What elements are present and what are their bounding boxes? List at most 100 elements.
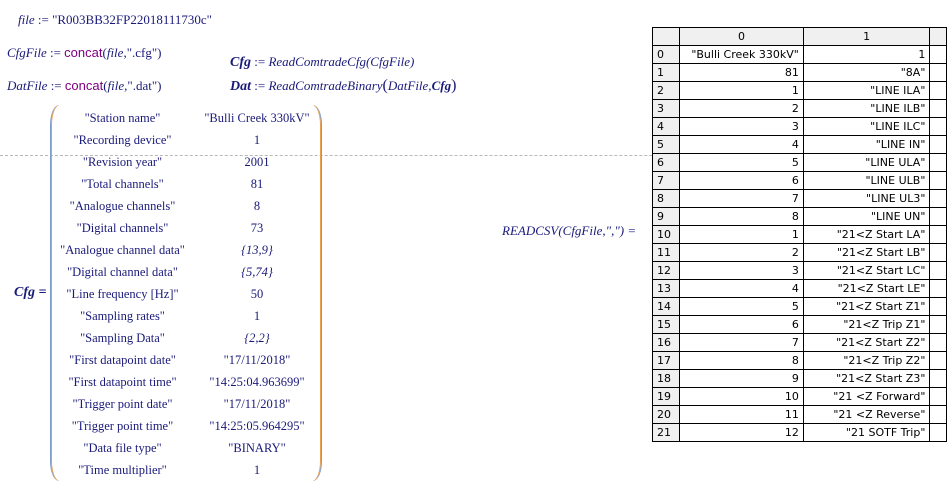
cfg-definition[interactable]: Cfg := ReadComtradeCfg(CfgFile) <box>230 54 414 71</box>
cell[interactable]: "Bulli Creek 330kV" <box>679 45 804 64</box>
dat-definition[interactable]: Dat := ReadComtradeBinary(DatFile,Cfg) <box>230 77 456 95</box>
cell[interactable] <box>929 117 947 136</box>
cell[interactable]: "21<Z Start Z3" <box>802 369 931 388</box>
row-index[interactable]: 4 <box>651 117 681 136</box>
cell[interactable] <box>929 315 947 334</box>
cell[interactable]: "21 <Z Forward" <box>802 387 931 406</box>
cell[interactable]: "LINE UL3" <box>802 189 931 208</box>
cell[interactable] <box>929 405 947 424</box>
cell[interactable]: 1 <box>679 225 804 244</box>
row-index[interactable]: 6 <box>651 153 681 172</box>
file-definition[interactable]: file := "R003BB32FP22018111730c" <box>18 12 212 28</box>
cell[interactable]: 2 <box>679 99 804 118</box>
cell[interactable]: "LINE ILC" <box>802 117 931 136</box>
row-index[interactable]: 2 <box>651 81 681 100</box>
cell[interactable]: "LINE ULA" <box>802 153 931 172</box>
cell[interactable]: 7 <box>679 189 804 208</box>
nested-value[interactable]: {5,74} <box>241 265 273 279</box>
cell[interactable]: "8A" <box>802 63 931 82</box>
cell[interactable]: "LINE UN" <box>802 207 931 226</box>
cell[interactable] <box>929 45 947 64</box>
cell[interactable] <box>929 225 947 244</box>
cell[interactable]: 5 <box>679 153 804 172</box>
column-header[interactable]: 0 <box>679 27 804 46</box>
cell[interactable]: "21<Z Start LE" <box>802 279 931 298</box>
cell[interactable]: "21<Z Trip Z1" <box>802 315 931 334</box>
cell[interactable] <box>929 387 947 406</box>
cell[interactable] <box>929 81 947 100</box>
cell[interactable]: 3 <box>679 261 804 280</box>
cell[interactable]: "21<Z Trip Z2" <box>802 351 931 370</box>
cell[interactable] <box>929 261 947 280</box>
cell[interactable] <box>929 351 947 370</box>
cell[interactable]: 1 <box>802 45 931 64</box>
row-index[interactable]: 11 <box>651 243 681 262</box>
cell[interactable] <box>929 135 947 154</box>
row-index[interactable]: 3 <box>651 99 681 118</box>
cell[interactable] <box>929 423 947 442</box>
cell[interactable]: "21<Z Start LC" <box>802 261 931 280</box>
cell[interactable] <box>929 279 947 298</box>
cell[interactable]: 2 <box>679 243 804 262</box>
row-index[interactable]: 15 <box>651 315 681 334</box>
cell[interactable]: "21<Z Start LA" <box>802 225 931 244</box>
cell[interactable]: "21 SOTF Trip" <box>802 423 931 442</box>
cell[interactable]: 4 <box>679 135 804 154</box>
cell[interactable] <box>929 153 947 172</box>
cell[interactable]: 11 <box>679 405 804 424</box>
cell[interactable]: "21<Z Start Z2" <box>802 333 931 352</box>
cell[interactable]: "21<Z Start LB" <box>802 243 931 262</box>
cell[interactable]: "LINE IN" <box>802 135 931 154</box>
cell[interactable] <box>929 369 947 388</box>
column-header[interactable] <box>929 27 947 46</box>
cell[interactable]: "21<Z Start Z1" <box>802 297 931 316</box>
cell[interactable]: 12 <box>679 423 804 442</box>
datfile-definition[interactable]: DatFile := concat(file,".dat") <box>7 78 162 94</box>
row-index[interactable]: 21 <box>651 423 681 442</box>
row-index[interactable]: 8 <box>651 189 681 208</box>
readcsv-expression[interactable]: READCSV(CfgFile,",") = <box>502 223 637 238</box>
row-index[interactable]: 9 <box>651 207 681 226</box>
row-index[interactable]: 5 <box>651 135 681 154</box>
cell[interactable] <box>929 171 947 190</box>
row-index[interactable]: 18 <box>651 369 681 388</box>
row-index[interactable]: 17 <box>651 351 681 370</box>
nested-value[interactable]: {13,9} <box>241 243 273 257</box>
cell[interactable] <box>929 243 947 262</box>
cfgfile-definition[interactable]: CfgFile := concat(file,".cfg") <box>7 45 162 61</box>
cell[interactable]: 6 <box>679 315 804 334</box>
cell[interactable] <box>929 207 947 226</box>
row-index[interactable]: 19 <box>651 387 681 406</box>
cell[interactable] <box>929 63 947 82</box>
row-index[interactable]: 20 <box>651 405 681 424</box>
row-index[interactable]: 0 <box>651 45 681 64</box>
cell[interactable]: "LINE ILB" <box>802 99 931 118</box>
cell[interactable]: "LINE ILA" <box>802 81 931 100</box>
cell[interactable] <box>929 99 947 118</box>
cell[interactable]: 9 <box>679 369 804 388</box>
column-header[interactable]: 1 <box>802 27 931 46</box>
cell[interactable]: "LINE ULB" <box>802 171 931 190</box>
nested-value[interactable]: {2,2} <box>244 331 270 345</box>
row-index[interactable]: 14 <box>651 297 681 316</box>
row-index[interactable]: 10 <box>651 225 681 244</box>
cell[interactable]: 8 <box>679 351 804 370</box>
row-index[interactable]: 13 <box>651 279 681 298</box>
cell[interactable]: 5 <box>679 297 804 316</box>
row-index[interactable]: 12 <box>651 261 681 280</box>
cfg-result-matrix[interactable]: "Station name""Bulli Creek 330kV" "Recor… <box>50 105 322 481</box>
cell[interactable]: 10 <box>679 387 804 406</box>
row-index[interactable]: 7 <box>651 171 681 190</box>
cell[interactable]: 6 <box>679 171 804 190</box>
cell[interactable]: 8 <box>679 207 804 226</box>
cell[interactable]: 4 <box>679 279 804 298</box>
row-index[interactable]: 1 <box>651 63 681 82</box>
cell[interactable]: 81 <box>679 63 804 82</box>
cell[interactable]: 3 <box>679 117 804 136</box>
cell[interactable]: 1 <box>679 81 804 100</box>
cell[interactable] <box>929 297 947 316</box>
cell[interactable]: "21 <Z Reverse" <box>802 405 931 424</box>
row-index[interactable]: 16 <box>651 333 681 352</box>
cell[interactable] <box>929 333 947 352</box>
cell[interactable]: 7 <box>679 333 804 352</box>
